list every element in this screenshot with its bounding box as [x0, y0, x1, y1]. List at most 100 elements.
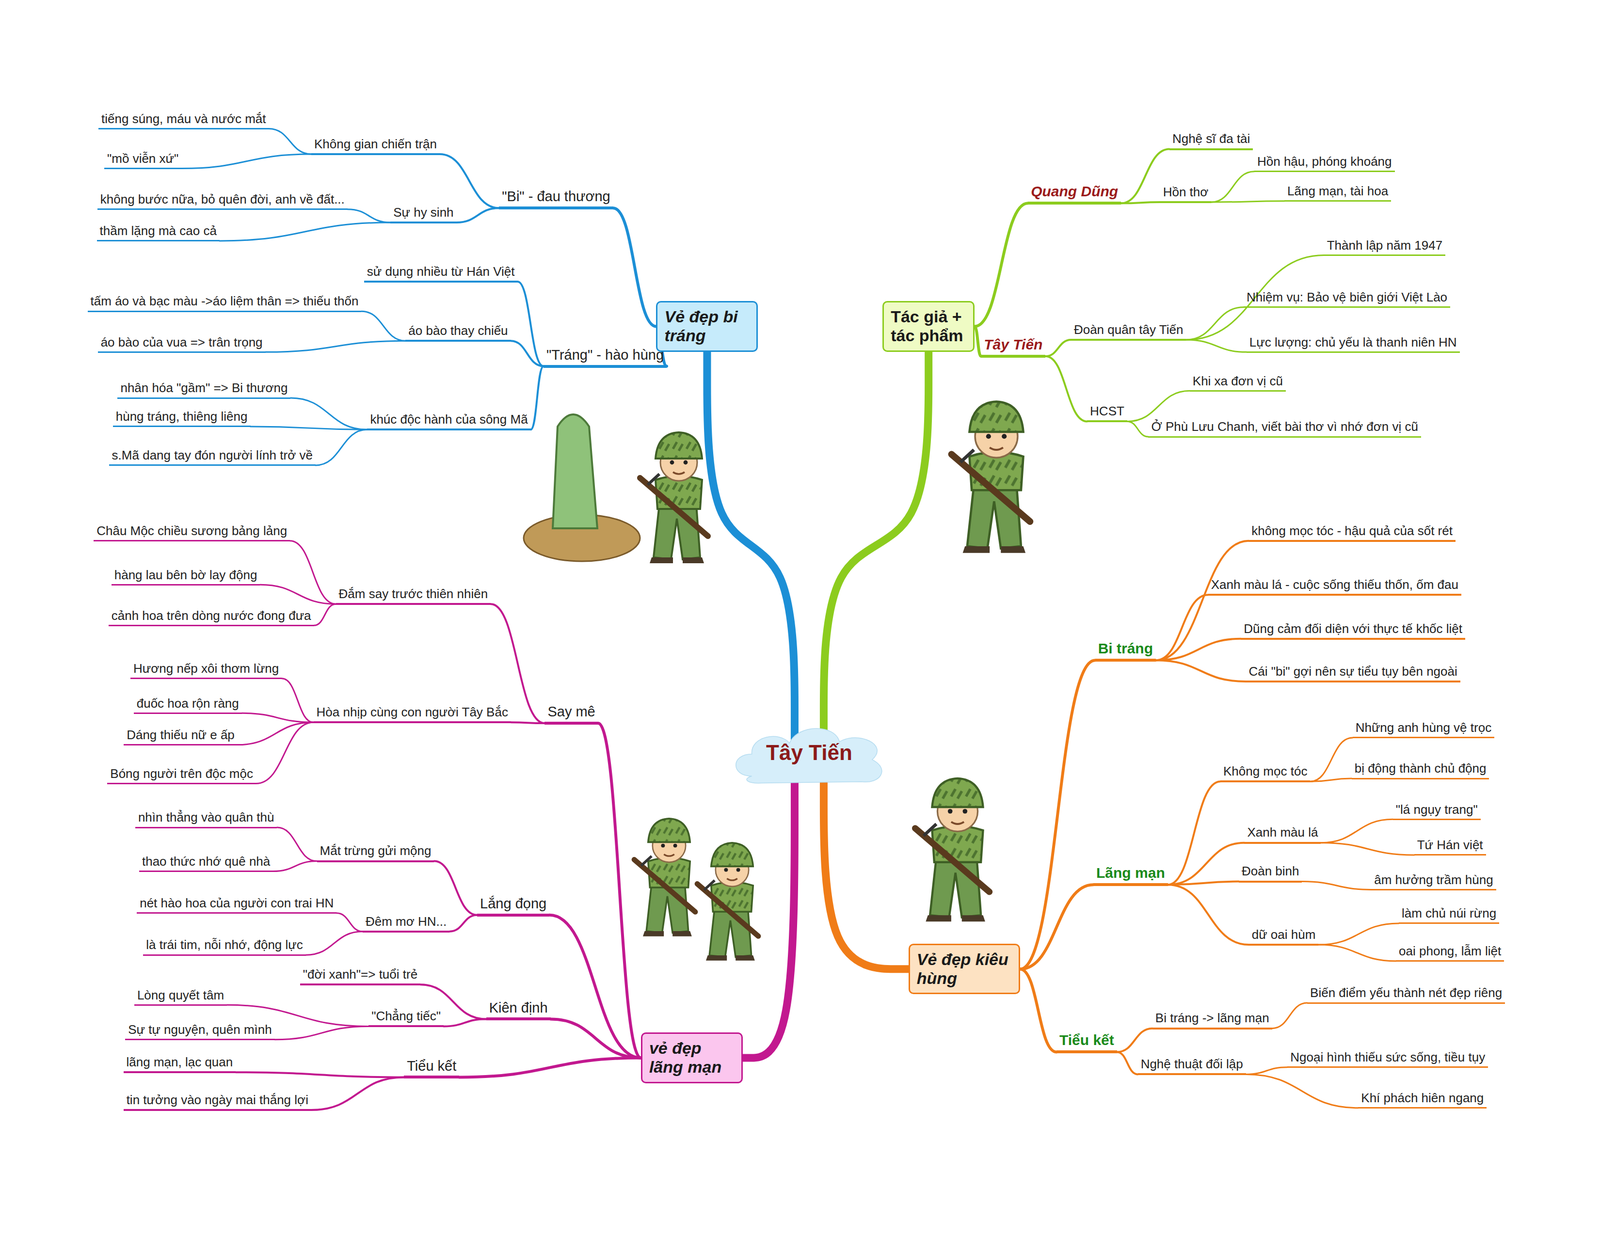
topic-box: Vẻ đẹp bi tráng: [656, 301, 758, 352]
branch-connector: [305, 931, 363, 956]
node-text: HCST: [1089, 403, 1125, 419]
node-text: không mọc tóc - hậu quả của sốt rét: [1251, 523, 1453, 539]
branch-label: "đời xanh"=> tuổi trẻ: [300, 967, 421, 986]
node-text: bị động thành chủ động: [1354, 761, 1487, 777]
branch-connector: [517, 281, 544, 367]
branch-label: Nghệ sĩ đa tài: [1169, 131, 1253, 150]
node-text: Say mê: [547, 703, 595, 721]
branch-label: hùng tráng, thiêng liêng: [112, 409, 251, 428]
branch-label: nhìn thẳng vào quân thù: [135, 810, 277, 829]
branch-connector: [1020, 660, 1096, 970]
branch-connector: [456, 208, 500, 223]
node-text: Bóng người trên độc mộc: [110, 766, 254, 782]
branch-connector: [235, 1072, 404, 1078]
branch-label: Hồn thơ: [1160, 184, 1212, 204]
node-text: Bi tráng -> lãng mạn: [1155, 1010, 1270, 1026]
node-text: Lãng mạn: [1096, 864, 1166, 882]
node-text: Ở Phù Lưu Chanh, viết bài thơ vì nhớ đơn…: [1151, 419, 1418, 435]
branch-label: "Tráng" - hào hùng: [543, 346, 667, 368]
node-text: Ngoại hình thiếu sức sống, tiều tụy: [1290, 1050, 1486, 1066]
node-text: Biến điểm yếu thành nét đẹp riêng: [1310, 985, 1503, 1001]
branch-label: Đoàn quân tây Tiến: [1071, 322, 1187, 341]
branch-label: Biến điểm yếu thành nét đẹp riêng: [1307, 985, 1505, 1004]
node-text: "Chẳng tiếc": [371, 1008, 441, 1024]
branch-label: thao thức nhớ quê nhà: [139, 854, 273, 873]
node-text: Kiên định: [489, 999, 548, 1017]
node-text: sử dụng nhiều từ Hán Việt: [367, 264, 515, 280]
branch-label: Bi tráng: [1095, 640, 1156, 662]
branch-connector: [274, 1026, 369, 1040]
node-text: Tây Tiến: [766, 740, 853, 766]
branch-label: Sự hy sinh: [390, 205, 457, 224]
branch-connector: [1320, 819, 1393, 843]
branch-connector: [1168, 881, 1239, 886]
branch-connector: [181, 154, 312, 169]
branch-label: Hương nếp xôi thơm lừng: [130, 661, 282, 680]
node-text: Lãng mạn, tài hoa: [1287, 183, 1389, 199]
node-text: nhân hóa "gầm" => Bi thương: [120, 380, 288, 396]
branch-connector: [347, 209, 391, 223]
node-text: Vẻ đẹp kiêu hùng: [916, 950, 1012, 989]
branch-label: cảnh hoa trên dòng nước đong đưa: [108, 608, 315, 627]
topic-box: Vẻ đẹp kiêu hùng: [908, 944, 1021, 995]
node-text: Xanh màu lá: [1247, 825, 1318, 841]
node-text: đuốc hoa rộn ràng: [136, 696, 240, 712]
node-text: tin tưởng vào ngày mai thắng lợi: [126, 1092, 309, 1108]
branch-connector: [219, 222, 391, 241]
node-text: Lắng đọng: [480, 895, 547, 913]
node-text: Tây Tiến: [983, 336, 1043, 354]
branch-label: là trái tim, nỗi nhớ, động lực: [143, 937, 306, 956]
branch-connector: [974, 326, 981, 357]
branch-label: Tây Tiến: [980, 336, 1046, 358]
branch-label: s.Mã dang tay đón người lính trở về: [109, 448, 316, 466]
node-text: Hương nếp xôi thơm lừng: [133, 661, 279, 677]
node-text: Châu Mộc chiều sương bảng lảng: [96, 523, 288, 539]
branch-label: "Chẳng tiếc": [368, 1008, 444, 1028]
branch-connector: [1185, 339, 1247, 352]
branch-label: HCST: [1087, 403, 1128, 423]
branch-label: Đoàn binh: [1238, 864, 1303, 883]
branch-label: tin tưởng vào ngày mai thắng lợi: [123, 1092, 312, 1112]
branch-connector: [443, 1019, 487, 1027]
soldier-figure: [640, 432, 708, 564]
branch-label: không bước nữa, bỏ quên đời, anh về đất.…: [97, 192, 348, 210]
node-text: Đêm mơ HN...: [365, 914, 447, 930]
node-text: khúc độc hành của sông Mã: [369, 412, 528, 428]
branch-connector: [1168, 781, 1221, 885]
node-text: Dũng cảm đối diện với thực tế khốc liệt: [1243, 621, 1463, 637]
node-text: nhìn thẳng vào quân thù: [138, 810, 274, 826]
topic-box: Tác giả + tác phẩm: [882, 301, 975, 352]
branch-connector: [1310, 737, 1353, 782]
branch-connector: [511, 722, 545, 724]
branch-label: Tứ Hán việt: [1414, 837, 1487, 856]
node-text: dữ oai hùm: [1251, 927, 1316, 943]
branch-label: nét hào hoa của người con trai HN: [136, 896, 337, 914]
branch-label: Hồn hậu, phóng khoáng: [1254, 154, 1395, 173]
branch-label: Xanh màu lá - cuộc sống thiếu thốn, ốm đ…: [1208, 577, 1462, 596]
node-text: Xanh màu lá - cuộc sống thiếu thốn, ốm đ…: [1211, 577, 1459, 593]
node-text: Hòa nhịp cùng con người Tây Bắc: [316, 704, 509, 720]
branch-connector: [1155, 541, 1249, 661]
branch-label: Lòng quyết tâm: [134, 988, 227, 1007]
node-text: tiếng súng, máu và nước mắt: [101, 111, 266, 127]
branch-connector: [269, 128, 312, 155]
node-text: làm chủ núi rừng: [1401, 906, 1497, 922]
node-text: "mồ viễn xứ": [107, 151, 179, 167]
branch-connector: [1301, 881, 1372, 891]
node-text: Tiểu kết: [406, 1057, 457, 1075]
topic-box: vẻ đẹp lãng mạn: [640, 1032, 743, 1084]
branch-label: Xanh màu lá: [1244, 825, 1321, 844]
branch-label: nhân hóa "gầm" => Bi thương: [117, 380, 291, 399]
node-text: áo bào thay chiếu: [408, 323, 508, 339]
branch-connector: [459, 1057, 641, 1078]
branch-connector: [1168, 884, 1249, 945]
branch-connector: [530, 366, 544, 431]
branch-connector: [449, 915, 478, 932]
node-text: "Bi" - đau thương: [501, 188, 610, 206]
branch-connector: [1045, 339, 1071, 357]
branch-label: khúc độc hành của sông Mã: [367, 412, 531, 431]
branch-connector: [1310, 778, 1352, 782]
branch-label: Thành lập năm 1947: [1324, 238, 1446, 256]
node-text: oai phong, lẫm liệt: [1398, 944, 1502, 960]
branch-label: Dáng thiếu nữ e ấp: [123, 727, 238, 746]
